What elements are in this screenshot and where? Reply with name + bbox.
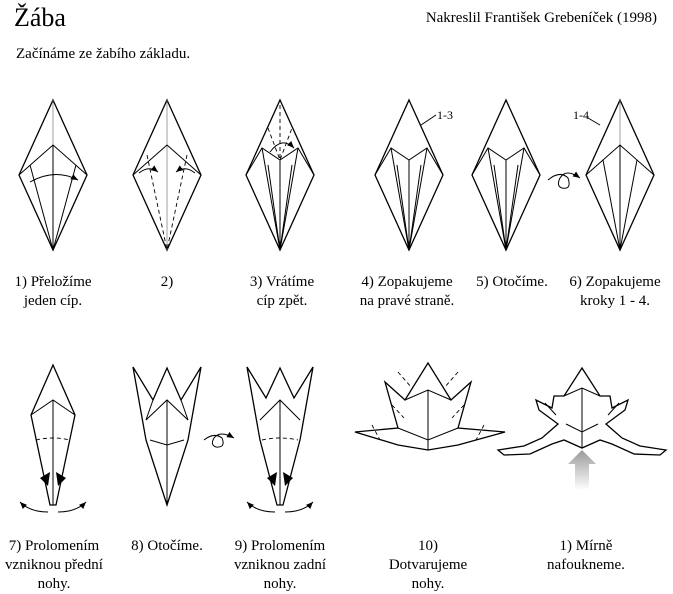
step-6-caption: 6) Zopakujeme kroky 1 - 4. [569, 274, 661, 309]
step-10-figure [354, 361, 506, 451]
step-5-caption: 5) Otočíme. [476, 274, 548, 290]
step-7-figure [19, 363, 87, 513]
final-step-caption: 1) Mírně nafoukneme. [547, 538, 625, 573]
turn-over-icon [547, 171, 581, 189]
ref-label-1-3: 1-3 [437, 108, 453, 122]
step-2-caption: 2) [160, 274, 174, 290]
intro-text: Začínáme ze žabího základu. [16, 46, 191, 62]
inflate-arrow-icon [568, 450, 596, 490]
step-5-figure [471, 98, 541, 252]
step-3-caption: 3) Vrátíme cíp zpět. [249, 274, 315, 309]
final-frog-figure [496, 366, 668, 456]
author-credit: Nakreslil František Grebeníček (1998) [425, 10, 657, 26]
step-9-figure [246, 366, 314, 513]
step-3-figure [245, 98, 315, 252]
turn-over-icon [203, 431, 235, 448]
step-4-caption: 4) Zopakujeme na pravé straně. [359, 274, 455, 309]
step-9-caption: 9) Prolomením vzniknou zadní nohy. [233, 538, 327, 592]
step-1-caption: 1) Přeložíme jeden cíp. [14, 274, 92, 309]
step-2-figure [132, 98, 202, 252]
step-6-figure [585, 98, 655, 252]
step-1-figure [18, 98, 88, 252]
step-4-figure [374, 98, 444, 252]
step-10-caption: 10) Dotvarujeme nohy. [388, 538, 468, 592]
ref-label-1-4: 1-4 [573, 108, 589, 122]
step-7-caption: 7) Prolomením vzniknou přední nohy. [5, 538, 103, 592]
page-title: Žába [14, 3, 66, 32]
step-8-figure [132, 366, 202, 508]
step-8-caption: 8) Otočíme. [131, 538, 203, 554]
